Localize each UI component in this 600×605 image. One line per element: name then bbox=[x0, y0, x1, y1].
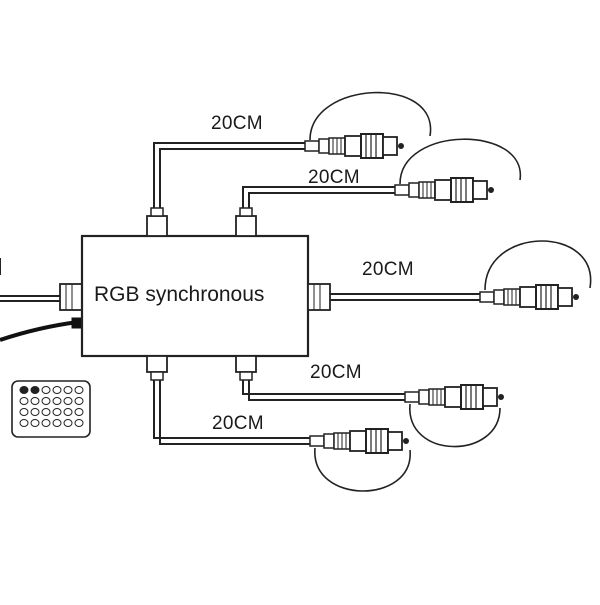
remote-button bbox=[19, 386, 29, 394]
bottom-port-2 bbox=[235, 355, 257, 381]
connector-middle bbox=[479, 284, 580, 310]
cable-length-label-bottom-1: 20CM bbox=[212, 413, 264, 434]
remote-button bbox=[19, 397, 29, 405]
remote-button bbox=[30, 408, 40, 416]
remote-button bbox=[52, 408, 62, 416]
remote-button bbox=[30, 397, 40, 405]
connector-bottom-1 bbox=[309, 428, 410, 454]
input-port bbox=[59, 283, 83, 311]
cable-length-label-middle: 20CM bbox=[362, 259, 414, 280]
top-port-1 bbox=[146, 207, 168, 237]
remote-button bbox=[63, 419, 73, 427]
remote-button bbox=[74, 419, 84, 427]
remote-button bbox=[52, 386, 62, 394]
remote-button bbox=[41, 408, 51, 416]
controller-box bbox=[80, 234, 310, 358]
remote-button bbox=[52, 419, 62, 427]
remote-button bbox=[19, 419, 29, 427]
remote-button bbox=[74, 386, 84, 394]
remote-button bbox=[41, 386, 51, 394]
remote-button bbox=[19, 408, 29, 416]
connector-top-1 bbox=[304, 133, 405, 159]
bottom-port-1 bbox=[146, 355, 168, 381]
remote-button bbox=[30, 386, 40, 394]
remote-button bbox=[41, 419, 51, 427]
cable-length-label-top-2: 20CM bbox=[308, 167, 360, 188]
cable-length-label-bottom-2: 20CM bbox=[310, 362, 362, 383]
remote-button bbox=[30, 419, 40, 427]
remote-button bbox=[63, 386, 73, 394]
connector-top-2 bbox=[394, 177, 495, 203]
remote-button bbox=[41, 397, 51, 405]
ir-receiver-plug bbox=[71, 317, 83, 329]
remote-button bbox=[74, 397, 84, 405]
remote-button bbox=[52, 397, 62, 405]
cable-length-label-top-1: 20CM bbox=[211, 113, 263, 134]
right-port bbox=[307, 283, 331, 311]
remote-button bbox=[63, 408, 73, 416]
remote-button bbox=[74, 408, 84, 416]
controller-label: RGB synchronous bbox=[94, 283, 265, 306]
ir-remote-icon bbox=[11, 380, 91, 438]
connector-bottom-2 bbox=[404, 384, 505, 410]
top-port-2 bbox=[235, 207, 257, 237]
remote-button bbox=[63, 397, 73, 405]
